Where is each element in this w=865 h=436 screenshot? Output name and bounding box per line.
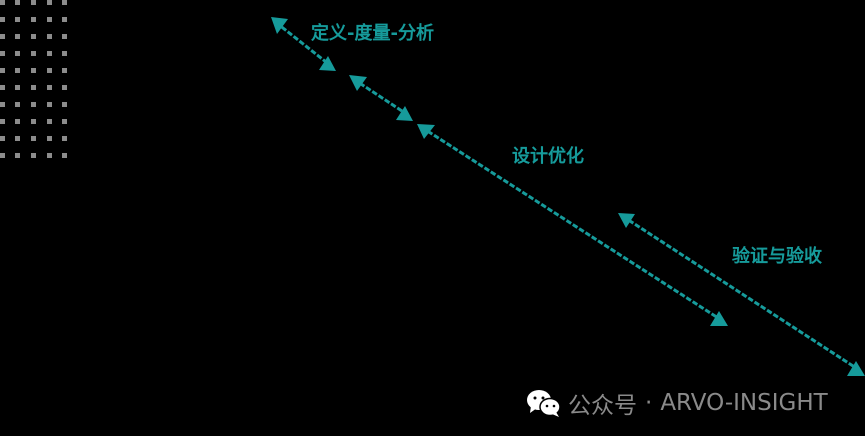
arrowhead-up-icon bbox=[319, 56, 336, 71]
wechat-icon bbox=[527, 390, 561, 417]
arrow-line-2 bbox=[358, 81, 405, 114]
stage-label-design-optimize: 设计优化 bbox=[512, 146, 584, 167]
arrowhead-down-icon bbox=[271, 17, 288, 34]
arrow-line-4 bbox=[627, 218, 856, 369]
footer-platform: 公众号 bbox=[568, 393, 637, 419]
arrowhead-down-icon bbox=[618, 213, 635, 228]
dot-grid-decoration bbox=[0, 0, 67, 158]
arrowhead-up-icon bbox=[396, 106, 413, 121]
watermark-footer: 公众号 · ARVO-INSIGHT bbox=[526, 386, 828, 420]
footer-separator: · bbox=[645, 390, 653, 416]
arrow-line-1 bbox=[280, 25, 329, 65]
arrowhead-down-icon bbox=[417, 124, 435, 139]
arrowhead-up-icon bbox=[710, 311, 728, 326]
footer-account: ARVO-INSIGHT bbox=[660, 390, 828, 416]
arrowhead-up-icon bbox=[847, 361, 865, 376]
stage-label-verify-accept: 验证与验收 bbox=[732, 246, 822, 267]
arrowhead-down-icon bbox=[349, 75, 367, 91]
stage-label-define-measure-analyze: 定义-度量-分析 bbox=[311, 23, 434, 44]
